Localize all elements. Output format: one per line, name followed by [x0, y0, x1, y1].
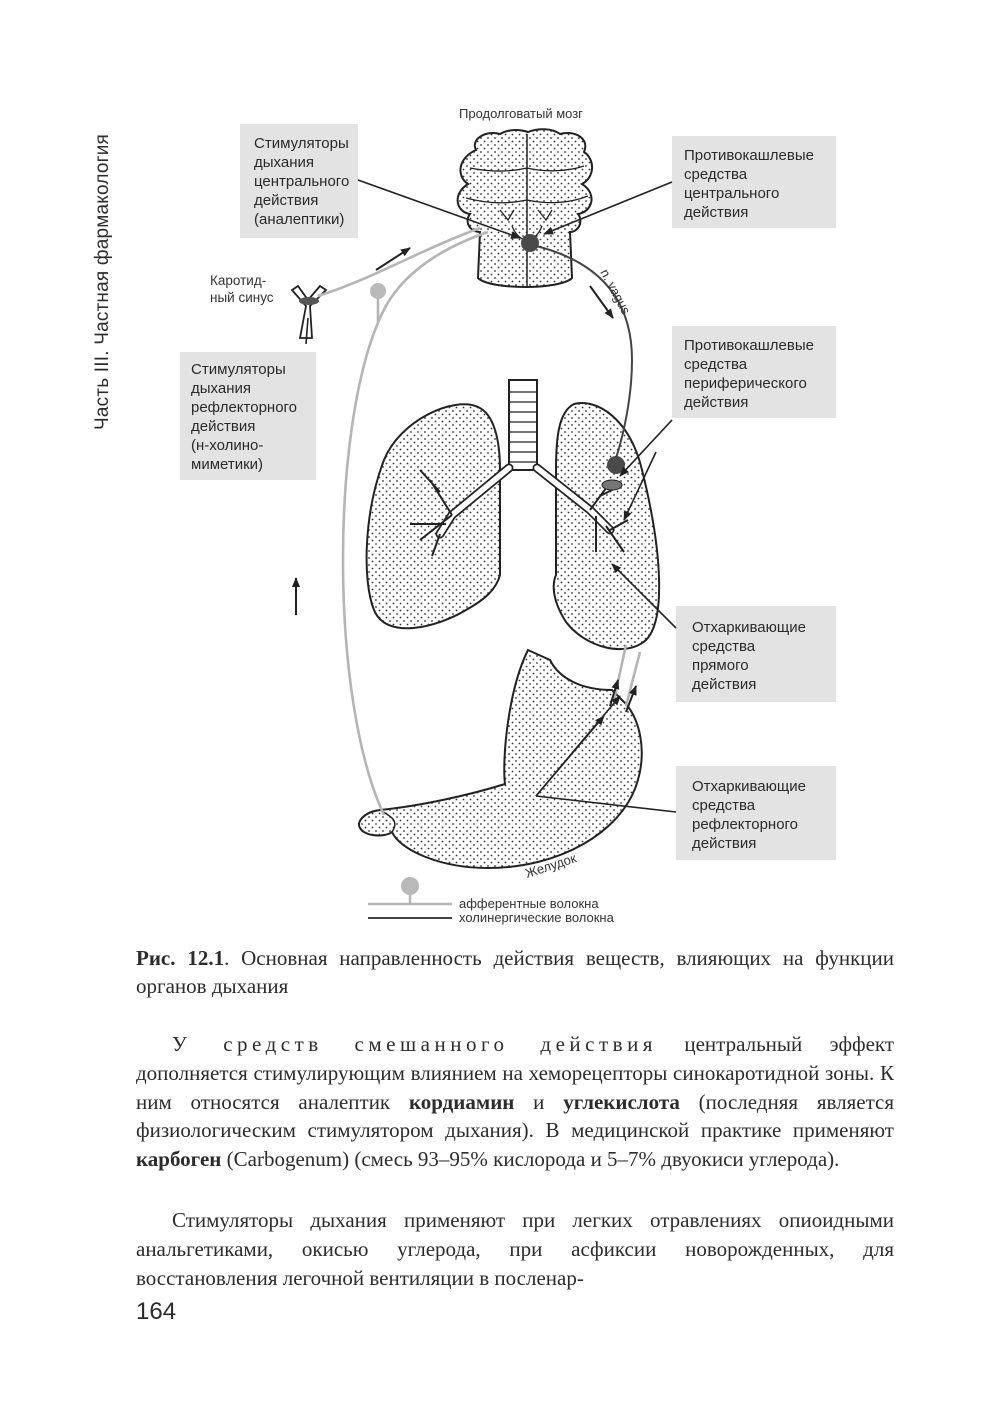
svg-text:Стимуляторы: Стимуляторы [191, 361, 286, 378]
svg-text:рефлекторного: рефлекторного [692, 816, 798, 833]
figure-caption: Рис. 12.1. Основная направленность дейст… [136, 944, 894, 1000]
svg-text:прямого: прямого [692, 657, 749, 674]
svg-text:центрального: центрального [254, 173, 349, 190]
afferent-receptor-dot [370, 283, 386, 299]
carotid-label-line1: Каротид- [210, 273, 266, 288]
box-peripheral-antitussives: Противокашлевые средства периферического… [672, 326, 836, 418]
medulla-label: Продолговатый мозг [459, 106, 583, 121]
svg-text:средства: средства [684, 166, 748, 183]
svg-text:средства: средства [692, 797, 756, 814]
carotid-label-line2: ный синус [210, 290, 274, 305]
legend-cholinergic-text: холинергические волокна [459, 910, 615, 925]
svg-text:(аналептики): (аналептики) [254, 211, 344, 228]
drug-cordiamine: кордиамин [408, 1089, 515, 1114]
svg-text:Отхаркивающие: Отхаркивающие [692, 778, 806, 795]
stomach-afferent-arrow-2 [625, 685, 637, 713]
legend: афферентные волокна холинергические воло… [368, 877, 615, 925]
svg-text:действия: действия [684, 204, 748, 221]
lungs [365, 379, 661, 651]
figure-caption-text: . Основная направленность действия вещес… [136, 946, 894, 998]
drug-carbogen: карбоген [136, 1147, 222, 1172]
figure-caption-label: Рис. 12.1 [136, 946, 225, 970]
carotid-sinus [290, 284, 328, 339]
legend-afferent-text: афферентные волокна [459, 896, 599, 911]
box-reflex-stimulators: Стимуляторы дыхания рефлекторного действ… [180, 352, 316, 480]
svg-text:Противокашлевые: Противокашлевые [684, 337, 814, 354]
svg-text:Отхаркивающие: Отхаркивающие [692, 619, 806, 636]
afferent-fibres [317, 226, 642, 816]
box-reflex-expectorants: Отхаркивающие средства рефлекторного дей… [676, 766, 836, 860]
peripheral-receptor-dot [607, 456, 625, 474]
svg-text:действия: действия [191, 418, 255, 435]
svg-text:действия: действия [254, 192, 318, 209]
medulla-oblongata [456, 128, 593, 288]
svg-text:действия: действия [684, 394, 748, 411]
spaced-emphasis: У средств смешанного действия [172, 1032, 657, 1056]
stomach [358, 648, 643, 870]
box-direct-expectorants: Отхаркивающие средства прямого действия [676, 606, 836, 702]
svg-text:средства: средства [692, 638, 756, 655]
vagus-label: n. vagus [597, 266, 634, 317]
cholinergic-nucleus-dot [521, 234, 539, 252]
box-central-antitussives: Противокашлевые средства центрального де… [672, 136, 836, 228]
box-central-stimulators: Стимуляторы дыхания центрального действи… [240, 124, 358, 238]
svg-text:периферического: периферического [684, 375, 807, 392]
page-number: 164 [136, 1298, 177, 1325]
svg-text:Противокашлевые: Противокашлевые [684, 147, 814, 164]
svg-text:центрального: центрального [684, 185, 779, 202]
svg-text:средства: средства [684, 356, 748, 373]
svg-text:рефлекторного: рефлекторного [191, 399, 297, 416]
paragraph-mixed-action: У средств смешанного действия центральны… [136, 1032, 894, 1172]
svg-text:дыхания: дыхания [191, 380, 251, 397]
vagus-direction-arrow [589, 285, 614, 319]
afferent-direction-arrow-top [375, 247, 411, 271]
legend-afferent-dot [401, 877, 419, 895]
svg-text:действия: действия [692, 676, 756, 693]
svg-text:Стимуляторы: Стимуляторы [254, 135, 349, 152]
pointer-lines [305, 179, 677, 813]
paragraph-indications: Стимуляторы дыхания применяют при легких… [136, 1208, 894, 1290]
svg-text:миметики): миметики) [191, 456, 263, 473]
svg-text:действия: действия [692, 835, 756, 852]
svg-text:дыхания: дыхания [254, 154, 314, 171]
respiratory-drugs-diagram: Продолговатый мозг [180, 106, 836, 925]
vagus-nerve-fibre [535, 245, 634, 459]
svg-text:(н-холино-: (н-холино- [191, 437, 263, 454]
drug-carbon-dioxide: углекислота [563, 1089, 680, 1114]
